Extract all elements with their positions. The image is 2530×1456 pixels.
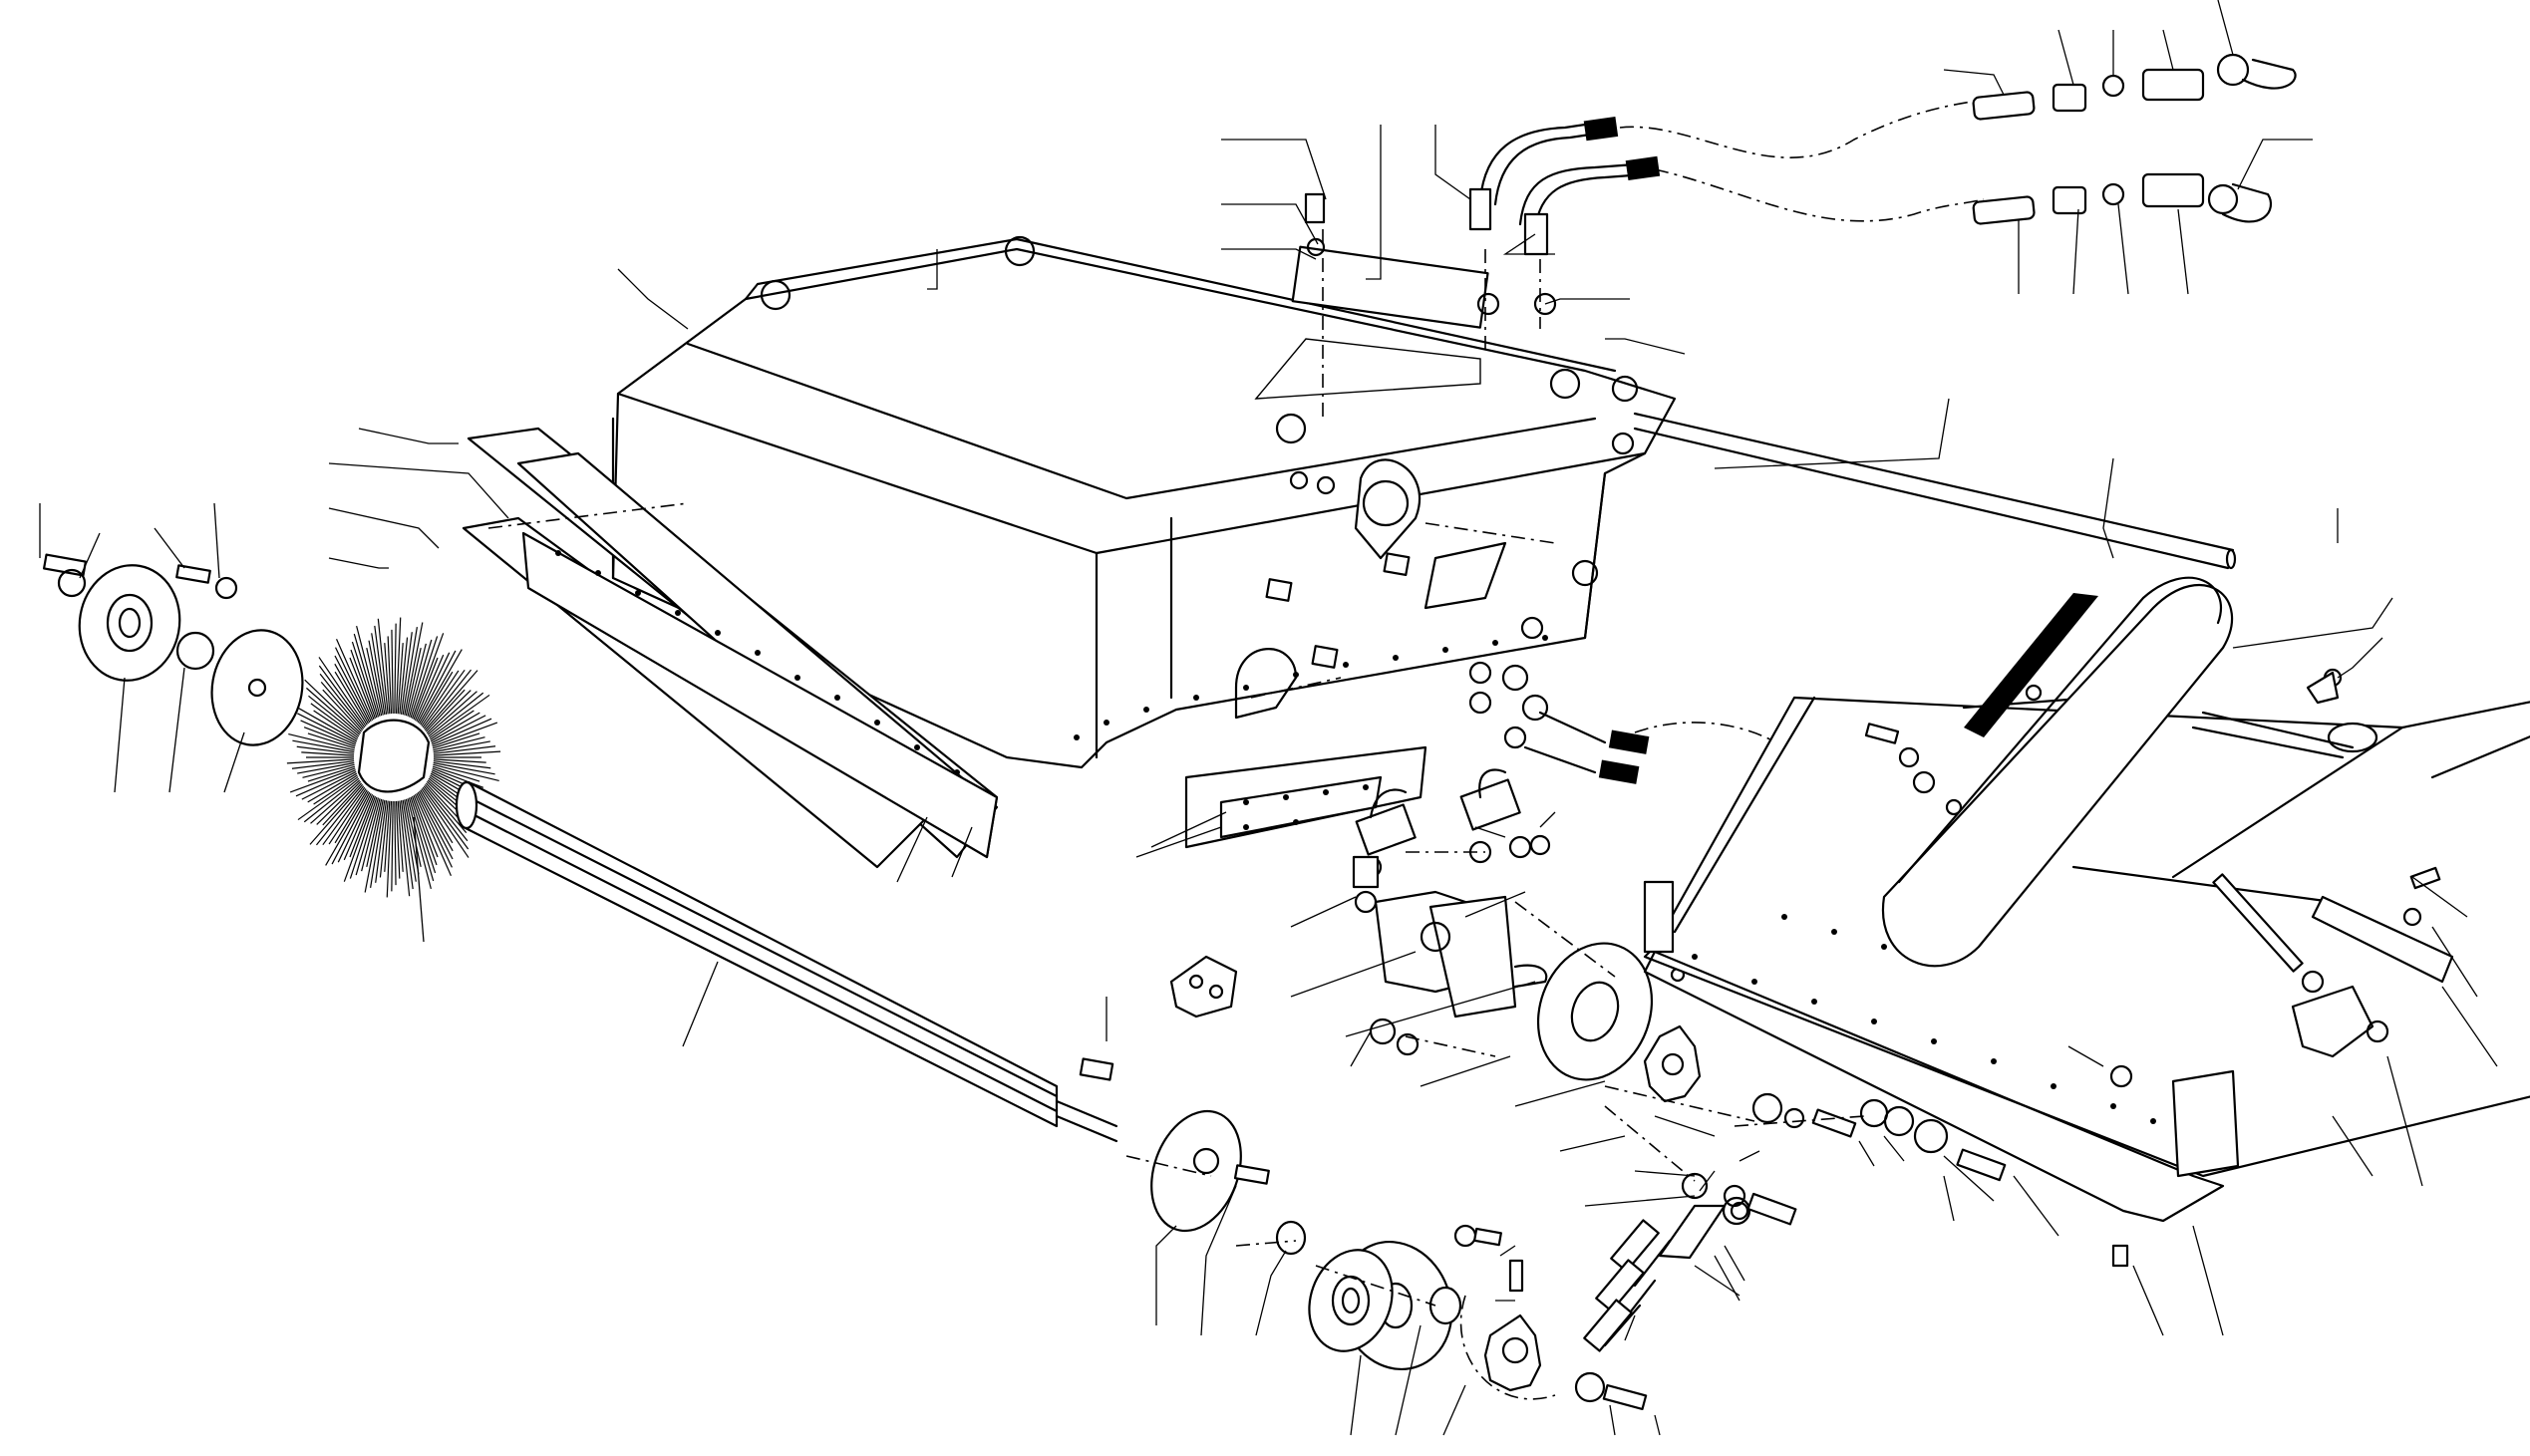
hub-icon (42, 553, 304, 746)
fastener-icon (1864, 668, 2454, 1268)
alignment-lines (487, 502, 1865, 1307)
rod-icon (1633, 412, 2237, 570)
coupling-icon (1972, 53, 2297, 225)
bracket-icon (1265, 458, 1650, 784)
fitting-icon (1169, 955, 1238, 1019)
sprocket-icon (1536, 942, 1702, 1103)
sweeper-housing-icon (611, 235, 1677, 769)
chain-guard-icon (1881, 576, 2234, 968)
hub-icon (1150, 1109, 1394, 1352)
roller-shaft-icon (455, 780, 1118, 1143)
chain-icon (1583, 1204, 1727, 1352)
motor-icon (1352, 768, 1551, 1019)
plate-strip-icon (462, 427, 999, 869)
plate-strip-icon (1184, 745, 1427, 849)
washer-icon (1369, 1018, 2007, 1226)
fitting-icon (1291, 187, 1639, 455)
brush-wheel-icon (286, 617, 501, 898)
leader-lines (39, 0, 2498, 1436)
frame-icon (1643, 696, 2530, 1223)
